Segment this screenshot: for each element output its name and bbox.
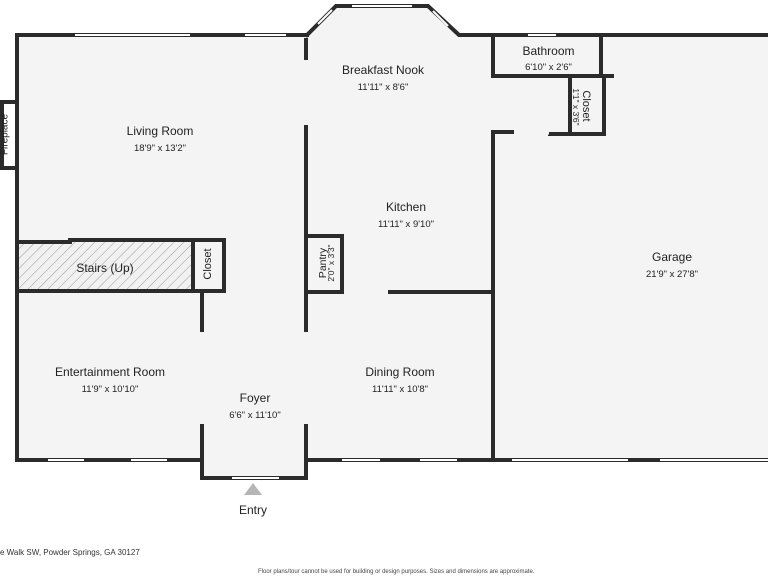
room-dimensions: 11'11" x 10'8" [372, 384, 428, 395]
room-dimensions: 11'9" x 10'10" [81, 384, 139, 395]
foyer-floor [202, 428, 306, 478]
closet-upper-dims: 1'1" x 3'6" [571, 72, 581, 142]
disclaimer-text: Floor plans/tour cannot be used for buil… [258, 569, 535, 575]
entry-arrow-icon [244, 483, 262, 495]
room-name: Stairs (Up) [76, 261, 134, 275]
closet-stairs-label: Closet [202, 239, 214, 289]
address-text: e Walk SW, Powder Springs, GA 30127 [0, 548, 140, 557]
windows [48, 5, 768, 479]
closet-upper-label: Closet [580, 61, 592, 151]
room-dimensions: 21'9" x 27'8" [645, 269, 699, 280]
room-name: Closet [202, 248, 214, 280]
room-dimensions: 1'1" x 3'6" [571, 88, 581, 126]
room-dimensions: 6'6" x 11'10" [229, 410, 281, 421]
room-dimensions: 6'10" x 2'6" [525, 62, 572, 73]
garage-label: Garage 21'9" x 27'8" [620, 248, 724, 280]
living-room-label: Living Room 18'9" x 13'2" [100, 122, 220, 154]
dining-room-label: Dining Room 11'11" x 10'8" [350, 363, 450, 395]
room-name: Breakfast Nook [341, 63, 425, 77]
bathroom-label: Bathroom 6'10" x 2'6" [500, 42, 597, 73]
room-name: Bathroom [522, 44, 575, 58]
room-name: Garage [651, 250, 693, 264]
foyer-label: Foyer 6'6" x 11'10" [215, 389, 295, 421]
floor-areas [17, 6, 768, 478]
breakfast-nook-label: Breakfast Nook 11'11" x 8'6" [330, 61, 436, 93]
fireplace-label: Fireplace [0, 103, 11, 167]
room-dimensions: 18'9" x 13'2" [133, 143, 187, 154]
room-name: Closet [580, 90, 592, 122]
room-name: Kitchen [385, 200, 427, 214]
room-name: Living Room [126, 124, 194, 138]
main-floor [17, 6, 768, 460]
pantry-dims: 2'0" x 3'3" [326, 228, 336, 298]
room-dimensions: 2'0" x 3'3" [326, 244, 336, 282]
stairs-label: Stairs (Up) [55, 259, 155, 277]
room-dimensions: 11'11" x 9'10" [378, 219, 434, 230]
room-name: Dining Room [365, 365, 435, 379]
kitchen-label: Kitchen 11'11" x 9'10" [356, 198, 456, 230]
stairs-hatch [19, 242, 191, 290]
entry-label: Entry [238, 503, 267, 517]
room-name: Entertainment Room [54, 365, 166, 379]
room-dimensions: 11'11" x 8'6" [357, 82, 409, 93]
room-name: Fireplace [0, 113, 11, 156]
room-name: Foyer [239, 391, 271, 405]
entertainment-room-label: Entertainment Room 11'9" x 10'10" [40, 363, 180, 395]
